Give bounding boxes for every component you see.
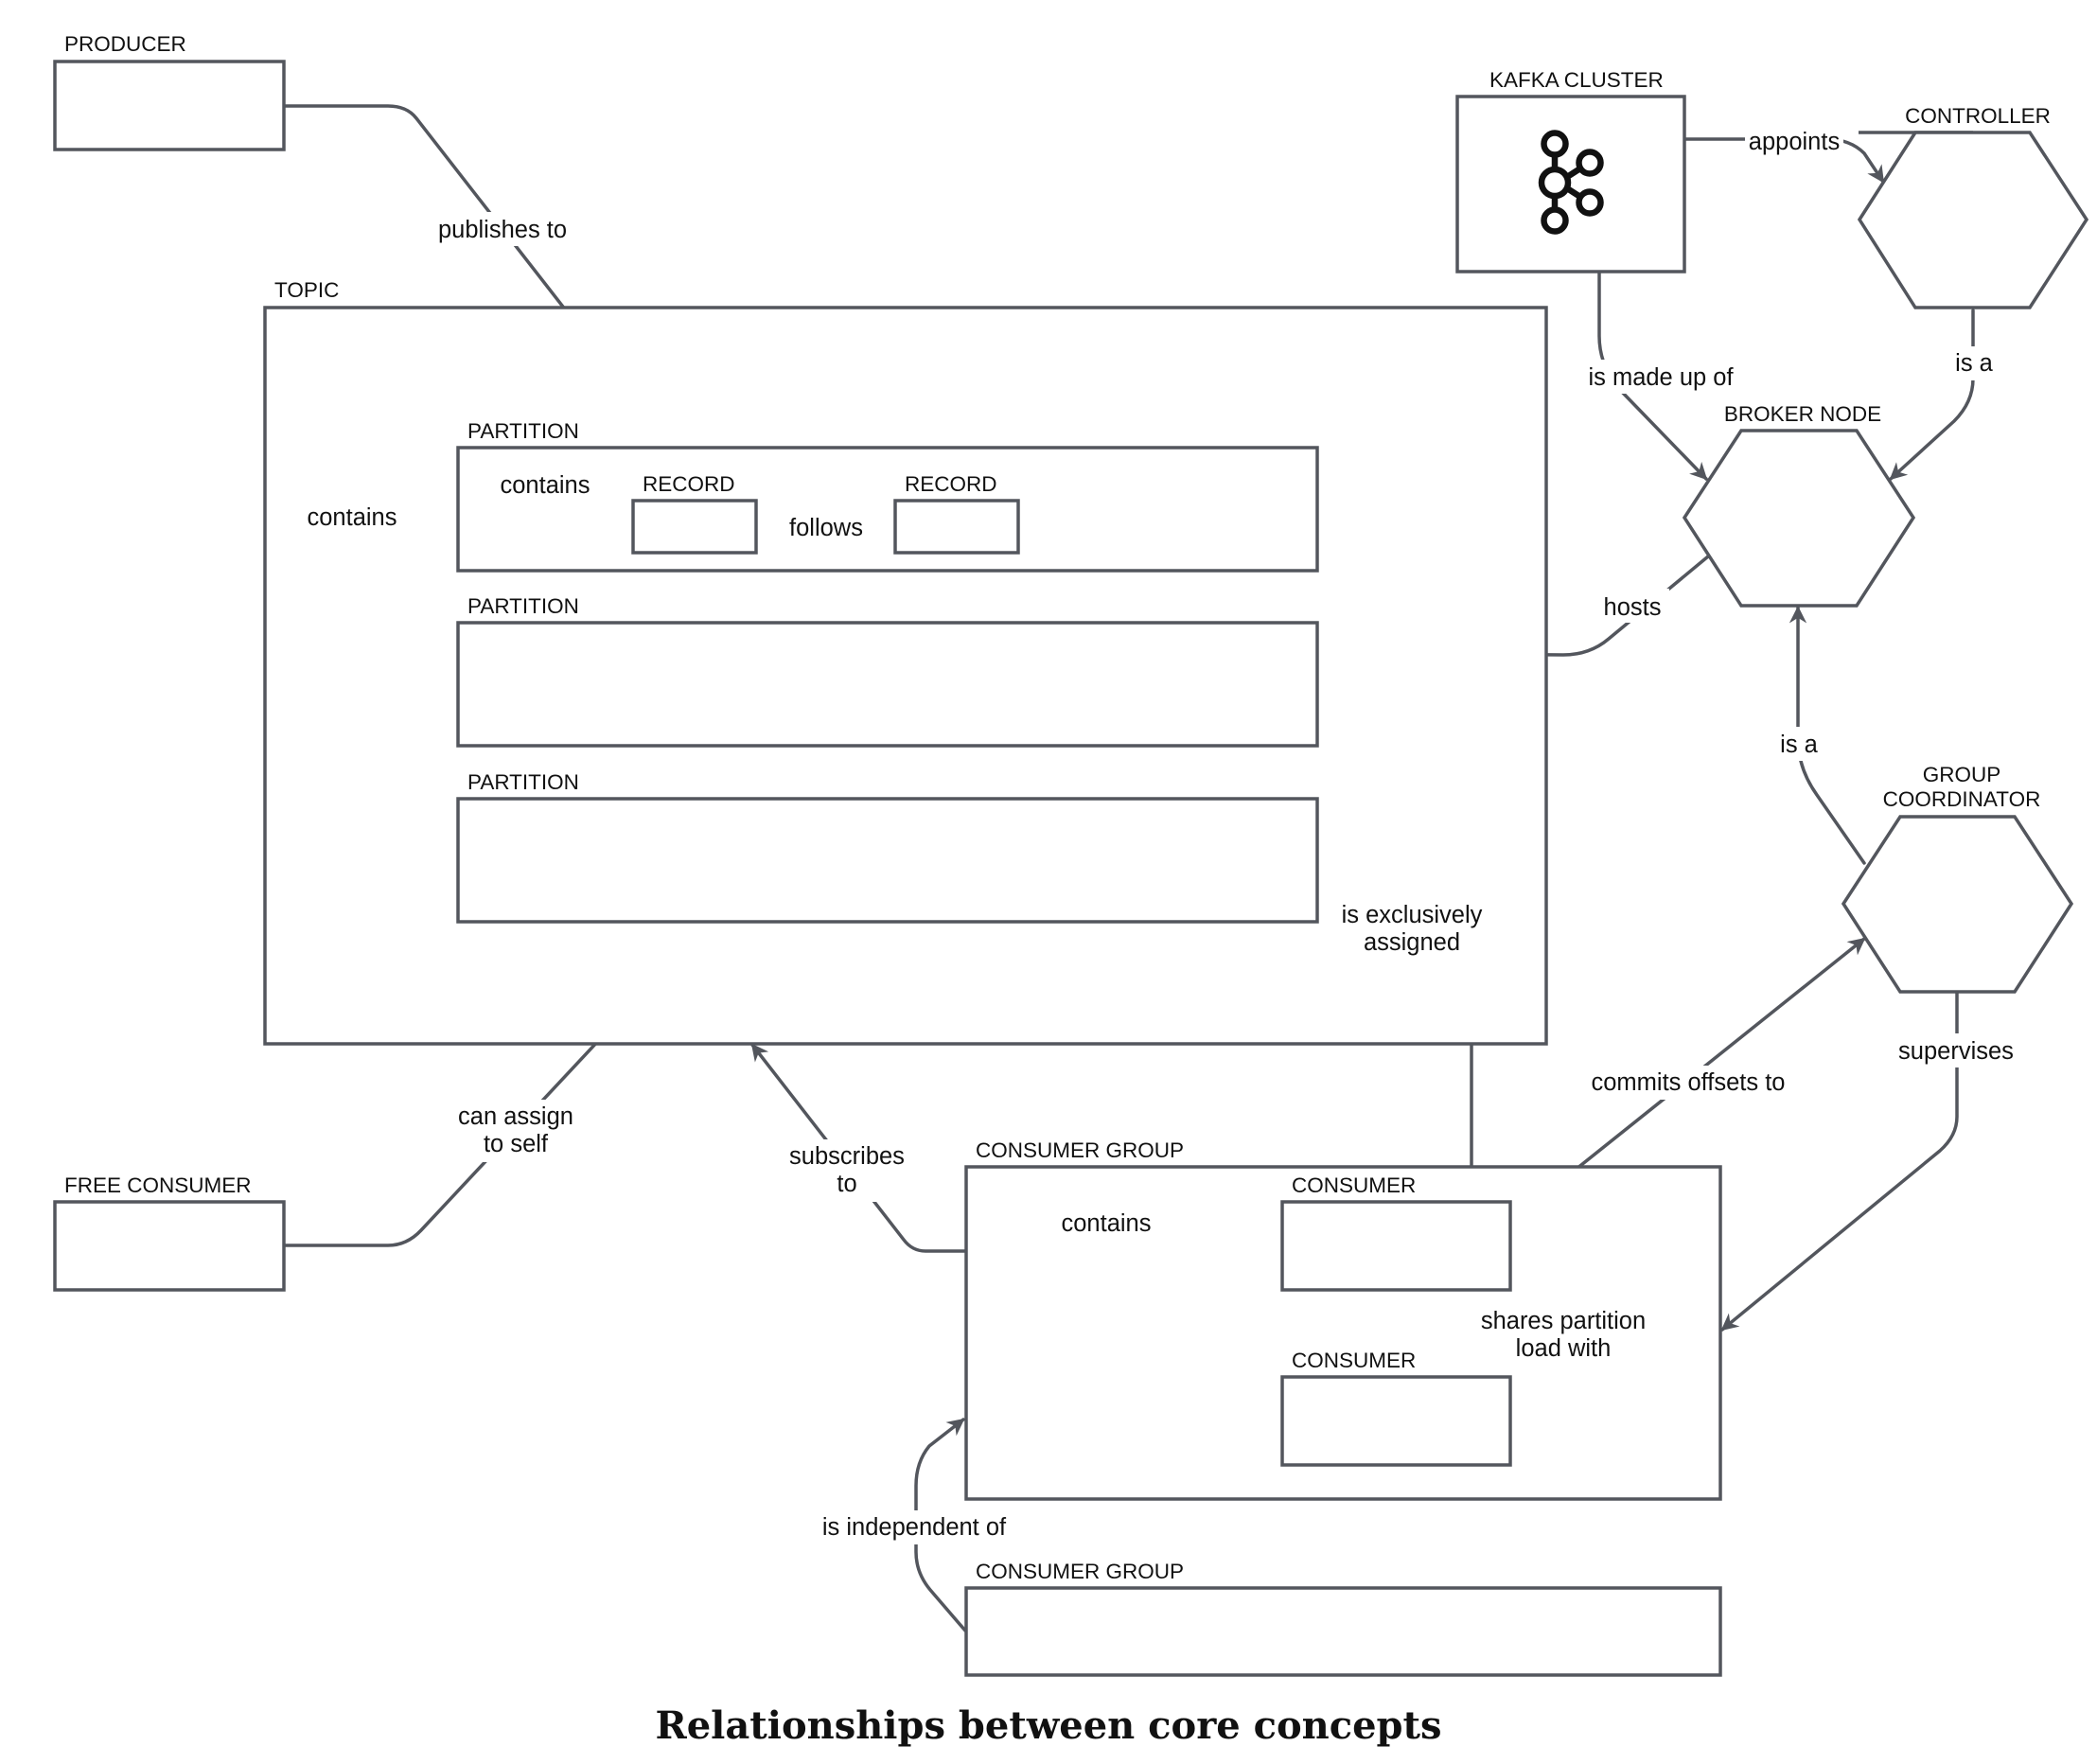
partition-label-3: PARTITION — [467, 770, 579, 794]
record-box-2 — [893, 499, 1020, 555]
free-consumer-box — [53, 1200, 286, 1292]
label-bg — [450, 1100, 583, 1162]
edge-label-controller-is-a: is a — [1955, 350, 1994, 377]
edge-label-partition-contains: contains — [501, 472, 590, 499]
label-bg — [1595, 589, 1669, 623]
edge-label-shares-partition: shares partition — [1481, 1308, 1646, 1334]
consumer-label-1: CONSUMER — [1292, 1173, 1416, 1197]
record-label-2: RECORD — [905, 472, 997, 496]
edge-label-is-independent-of: is independent of — [822, 1514, 1007, 1541]
edge-label-to-self: to self — [484, 1131, 549, 1157]
edge-label-topic-contains: contains — [308, 504, 397, 531]
label-bg — [303, 500, 401, 534]
label-bg — [1586, 1066, 1790, 1100]
consumer-group-box-2 — [964, 1586, 1722, 1677]
edge-label-to: to — [837, 1171, 856, 1197]
kafka-logo-icon — [1538, 130, 1604, 235]
edge-label-is-exclusively: is exclusively — [1342, 902, 1483, 928]
label-bg — [1775, 727, 1823, 761]
label-bg — [785, 511, 869, 543]
consumer-group-label-2: CONSUMER GROUP — [976, 1560, 1184, 1583]
edge-publishes-to — [282, 104, 674, 449]
edge-label-publishes-to: publishes to — [438, 217, 567, 243]
partition-box-1 — [456, 446, 1319, 573]
label-bg — [1474, 1304, 1652, 1367]
edge-can-assign-to-self — [282, 920, 712, 1247]
consumer-box-1 — [1280, 1200, 1512, 1292]
group-coordinator-hexagon — [1841, 815, 2074, 994]
broker-node-label: BROKER NODE — [1724, 402, 1881, 426]
consumer-box-2 — [1280, 1375, 1512, 1467]
consumer-label-2: CONSUMER — [1292, 1349, 1416, 1372]
partition-box-2 — [456, 621, 1319, 748]
label-bg — [432, 212, 573, 246]
controller-shape — [1857, 131, 2089, 309]
controller-label: CONTROLLER — [1905, 104, 2051, 128]
producer-box — [53, 60, 286, 151]
edge-label-supervises: supervises — [1898, 1038, 2014, 1065]
free-consumer-label: FREE CONSUMER — [64, 1173, 252, 1197]
edge-controller-is-a — [1889, 309, 1975, 481]
edge-supervises — [1720, 990, 1959, 1332]
label-bg — [496, 467, 594, 502]
edge-label-commits-offsets-to: commits offsets to — [1591, 1069, 1785, 1096]
partition-box-3 — [456, 797, 1319, 924]
consumer-group-label-1: CONSUMER GROUP — [976, 1138, 1184, 1162]
label-bg — [1580, 360, 1743, 394]
record-label-1: RECORD — [643, 472, 735, 496]
edge-label-group-contains: contains — [1062, 1210, 1152, 1237]
diagram-title: Relationships between core concepts — [655, 1703, 1441, 1748]
label-bg — [782, 1139, 912, 1202]
edge-label-appoints: appoints — [1749, 129, 1840, 155]
producer-label: PRODUCER — [64, 32, 186, 56]
edge-label-is-made-up-of: is made up of — [1588, 364, 1734, 391]
partition-label-1: PARTITION — [467, 419, 579, 443]
partition-label-2: PARTITION — [467, 594, 579, 618]
group-coordinator-label-2: COORDINATOR — [1883, 787, 2041, 811]
edge-label-subscribes: subscribes — [789, 1143, 905, 1170]
record-box-1 — [631, 499, 758, 555]
label-bg — [814, 1510, 1016, 1544]
label-bg — [1949, 346, 1999, 380]
edge-label-load-with: load with — [1516, 1335, 1612, 1362]
edge-hosts — [1317, 555, 1710, 662]
edge-label-coordinator-is-a: is a — [1780, 732, 1819, 758]
kafka-cluster-label: KAFKA CLUSTER — [1489, 68, 1664, 92]
label-bg — [1334, 897, 1489, 960]
label-bg — [1745, 124, 1843, 156]
label-bg — [1893, 1033, 2019, 1067]
edge-label-follows: follows — [789, 515, 863, 541]
edge-subscribes-to — [750, 1043, 967, 1253]
label-bg — [1056, 1206, 1156, 1240]
edge-label-can-assign: can assign — [458, 1103, 573, 1130]
edge-label-assigned: assigned — [1364, 929, 1460, 956]
group-coordinator-label-1: GROUP — [1923, 763, 2001, 786]
edge-label-hosts: hosts — [1604, 594, 1662, 621]
topic-label: TOPIC — [274, 278, 339, 302]
broker-node-hexagon — [1682, 429, 1916, 608]
